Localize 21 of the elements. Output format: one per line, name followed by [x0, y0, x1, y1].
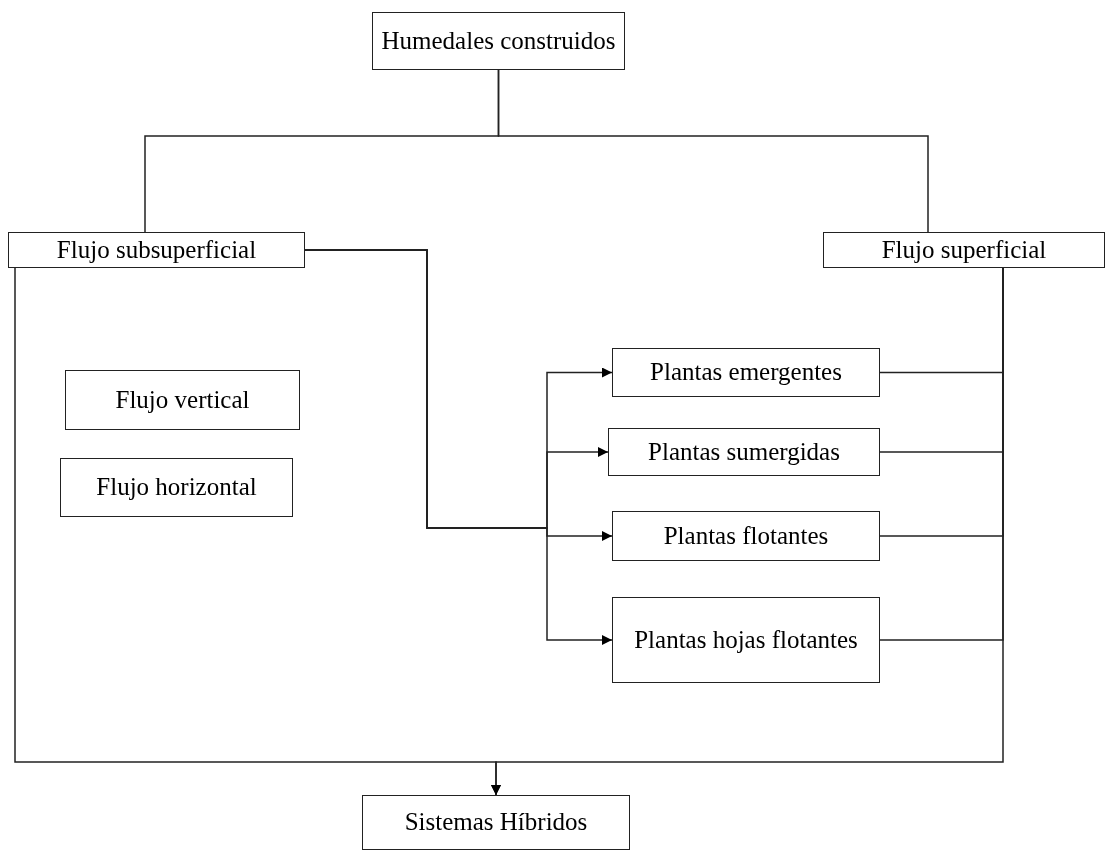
process-box [608, 428, 880, 476]
process-box [612, 511, 880, 561]
box-label: Flujo vertical [115, 384, 250, 415]
process-box [60, 458, 293, 517]
box-label: Plantas sumergidas [648, 436, 840, 467]
box-label: Plantas hojas flotantes [634, 624, 858, 655]
process-box [65, 370, 300, 430]
process-box [372, 12, 625, 70]
box-label: Humedales construidos [381, 25, 616, 56]
connector-line [497, 69, 929, 233]
box-label: Flujo superficial [881, 234, 1047, 265]
process-box [823, 232, 1105, 268]
box-label: Plantas flotantes [663, 520, 829, 551]
box-label: Flujo subsuperficial [56, 234, 257, 265]
box-label: Plantas emergentes [650, 357, 842, 388]
process-box [362, 795, 630, 850]
box-label: Sistemas Híbridos [404, 807, 588, 838]
process-box [8, 232, 305, 268]
process-box [612, 597, 880, 683]
box-label: Flujo horizontal [96, 472, 257, 503]
process-box [612, 348, 880, 397]
